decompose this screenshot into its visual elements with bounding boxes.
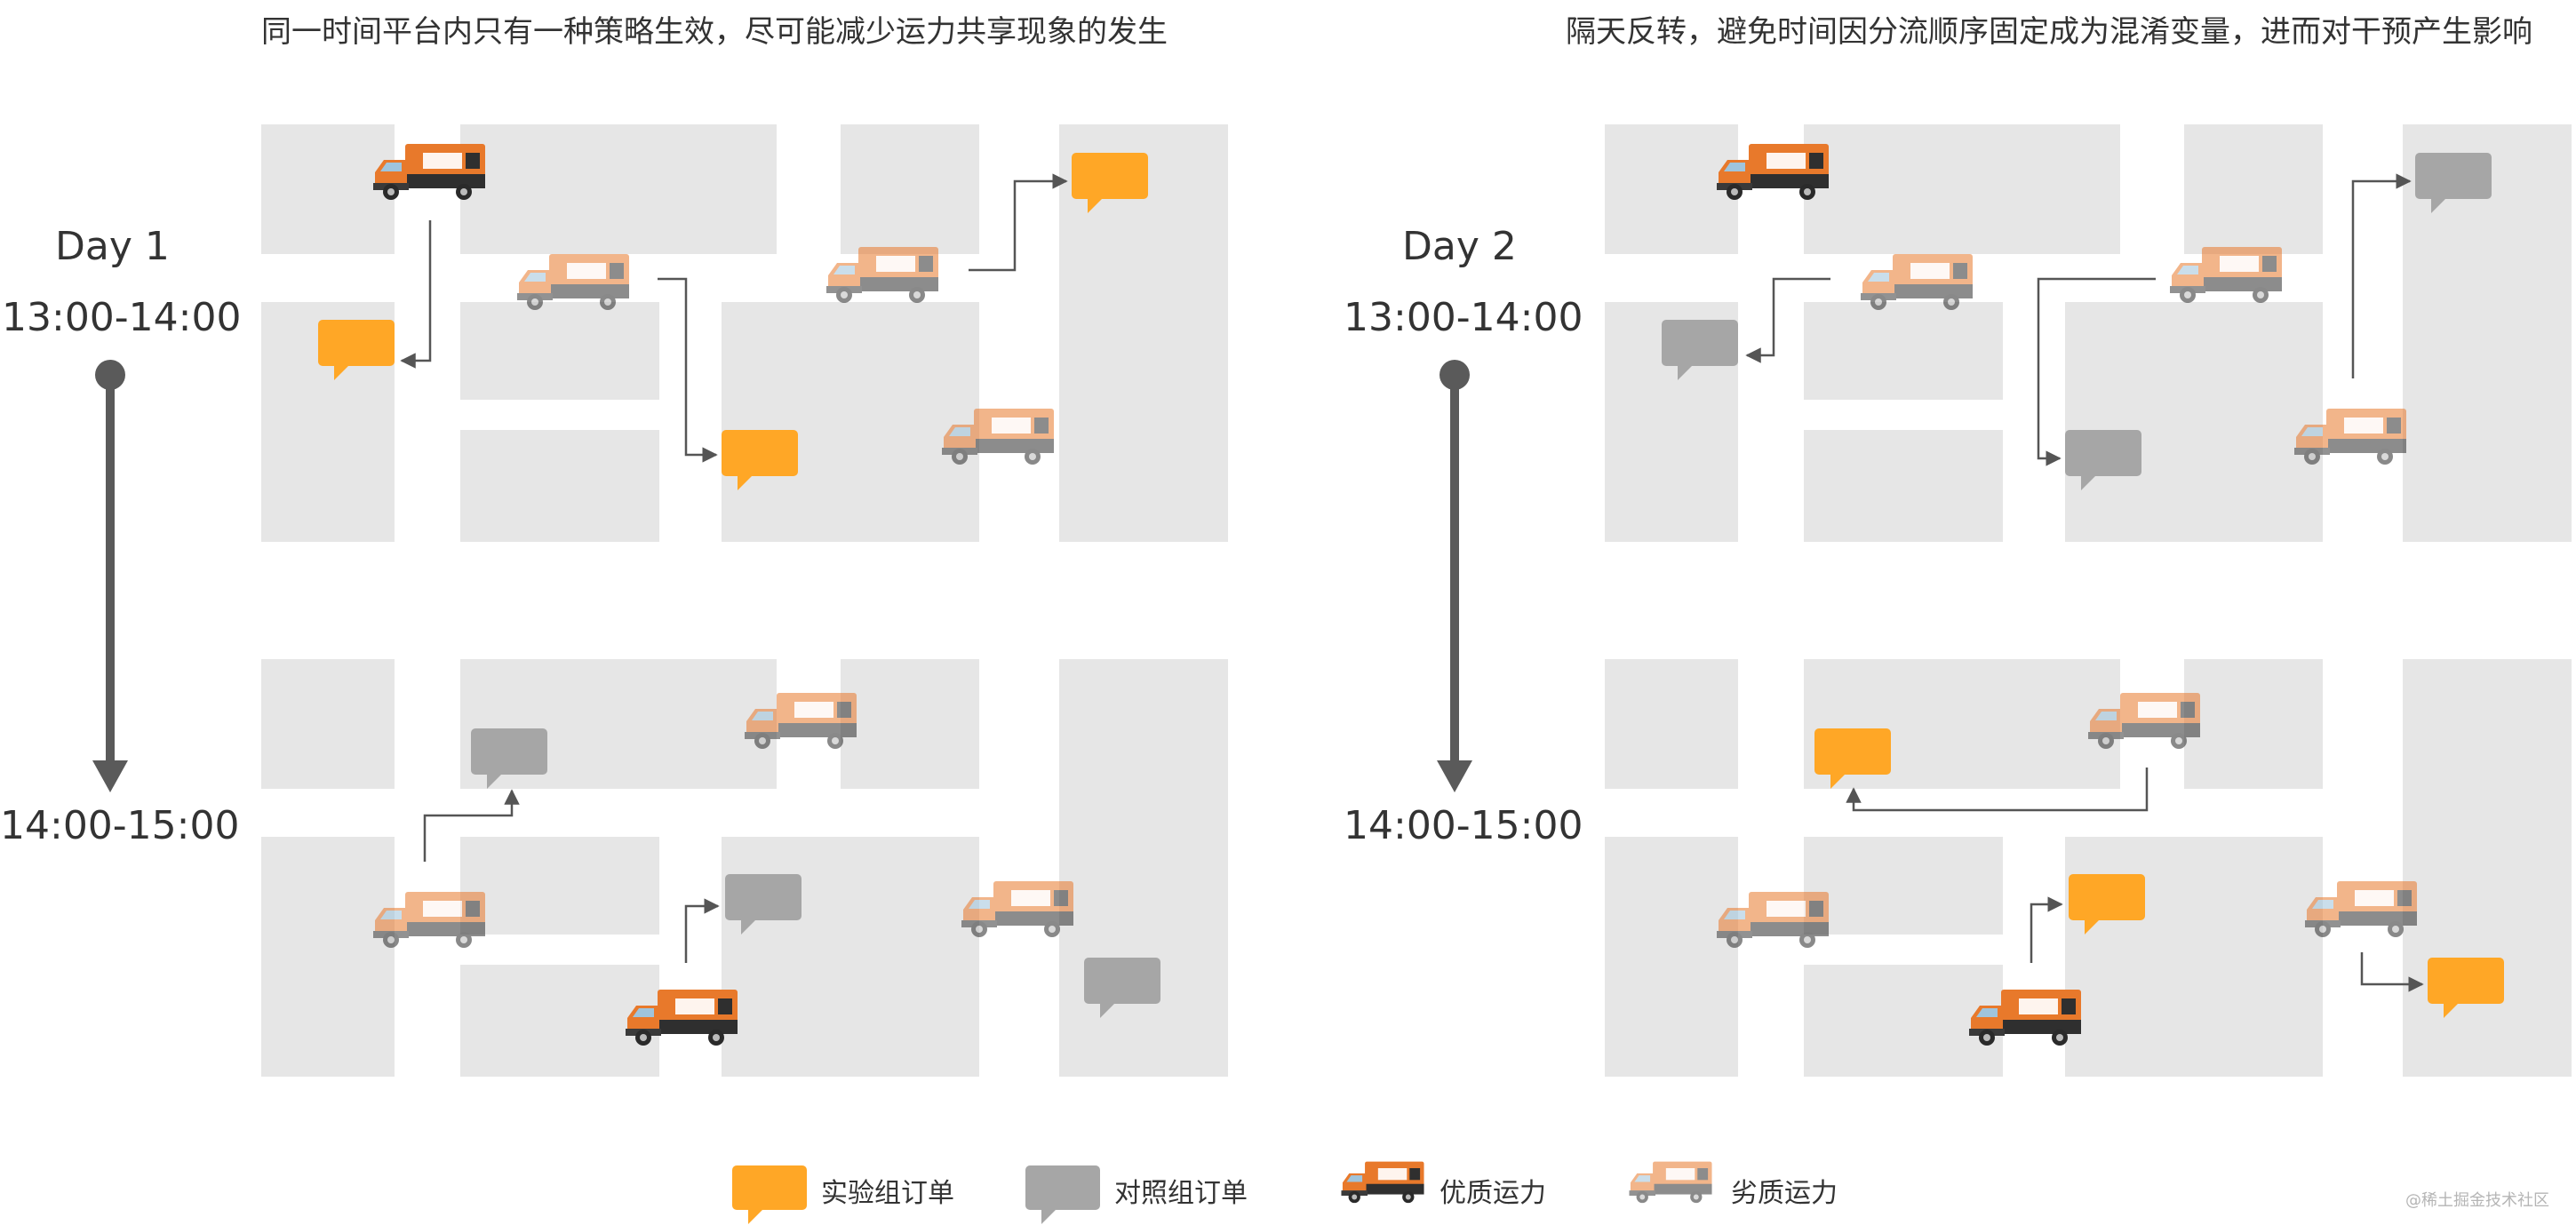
quality-truck-icon (624, 988, 739, 1050)
map-block (1605, 659, 1738, 789)
map-block (261, 124, 395, 254)
day2-panel: Day 2 13:00-14:00 14:00-15:00 (1288, 0, 2576, 1225)
map-block (2184, 659, 2323, 789)
map-block (460, 302, 659, 400)
quality-truck-icon (1340, 1160, 1425, 1206)
map-block (2403, 659, 2572, 1077)
control-order-icon (1084, 958, 1160, 1018)
legend-label: 优质运力 (1440, 1178, 1546, 1209)
experiment-order-icon (1814, 728, 1891, 789)
poor-truck-icon (2168, 245, 2284, 307)
poor-truck-icon (1628, 1160, 1713, 1206)
poor-truck-icon (2086, 691, 2202, 753)
map-block (1804, 837, 2003, 935)
map-block (722, 837, 979, 1077)
day1-heading: 同一时间平台内只有一种策略生效，尽可能减少运力共享现象的发生 (261, 14, 1168, 50)
day2-heading: 隔天反转，避免时间因分流顺序固定成为混淆变量，进而对干预产生影响 (1566, 14, 2532, 50)
poor-truck-icon (1859, 252, 1974, 314)
day1-label: Day 1 (55, 224, 170, 269)
map-block (460, 837, 659, 935)
control-order-icon (471, 728, 547, 789)
map-block (460, 430, 659, 542)
experiment-order-icon (732, 1165, 807, 1224)
legend-experiment-order: 实验组订单 (732, 1160, 999, 1224)
timeline-line (106, 382, 115, 764)
timeline-line (1450, 382, 1459, 764)
day1-panel: Day 1 13:00-14:00 14:00-15:00 (0, 124, 1228, 1077)
map-block (460, 965, 659, 1077)
watermark: @稀土掘金技术社区 (2405, 1191, 2549, 1210)
poor-truck-icon (940, 407, 1056, 469)
map-block (1059, 659, 1228, 1077)
quality-truck-icon (1967, 988, 2083, 1050)
poor-truck-icon (2293, 407, 2408, 469)
poor-truck-icon (825, 245, 940, 307)
legend-label: 劣质运力 (1731, 1178, 1838, 1209)
day2-slot1-label: 13:00-14:00 (1344, 295, 1583, 340)
poor-truck-icon (1715, 890, 1830, 952)
map-block (2184, 124, 2323, 254)
experiment-order-icon (2069, 874, 2145, 935)
poor-truck-icon (960, 879, 1075, 942)
map-block (460, 124, 777, 254)
quality-truck-icon (1715, 142, 1830, 204)
control-order-icon (1025, 1165, 1100, 1224)
control-order-icon (1662, 320, 1738, 380)
map-block (1605, 124, 1738, 254)
legend-quality-capacity: 优质运力 (1340, 1160, 1607, 1222)
day2-slot2-label: 14:00-15:00 (1344, 803, 1583, 848)
map-block (1804, 302, 2003, 400)
timeline-arrowhead (1437, 760, 1472, 792)
poor-truck-icon (515, 252, 631, 314)
legend-label: 实验组订单 (821, 1178, 954, 1209)
poor-truck-icon (743, 691, 858, 753)
control-order-icon (725, 874, 802, 935)
map-block (1804, 430, 2003, 542)
map-block (722, 302, 979, 542)
map-block (841, 124, 979, 254)
map-block (1605, 837, 1738, 1077)
map-block (2065, 837, 2323, 1077)
day1-slot1-label: 13:00-14:00 (2, 295, 242, 340)
legend-control-order: 对照组订单 (1025, 1160, 1292, 1224)
control-order-icon (2415, 153, 2492, 213)
day2-label: Day 2 (1402, 224, 1517, 269)
legend-poor-capacity: 劣质运力 (1628, 1160, 1894, 1222)
map-block (261, 837, 395, 1077)
poor-truck-icon (2303, 879, 2419, 942)
map-block (261, 659, 395, 789)
timeline-arrowhead (92, 760, 128, 792)
poor-truck-icon (371, 890, 487, 952)
quality-truck-icon (371, 142, 487, 204)
experiment-order-icon (722, 430, 798, 490)
map-block (2065, 302, 2323, 542)
experiment-order-icon (318, 320, 395, 380)
map-block (841, 659, 979, 789)
map-block (1804, 965, 2003, 1077)
experiment-order-icon (2428, 958, 2504, 1018)
day1-slot2-label: 14:00-15:00 (0, 803, 240, 848)
control-order-icon (2065, 430, 2141, 490)
experiment-order-icon (1072, 153, 1148, 213)
map-block (1804, 124, 2120, 254)
legend-label: 对照组订单 (1114, 1178, 1248, 1209)
